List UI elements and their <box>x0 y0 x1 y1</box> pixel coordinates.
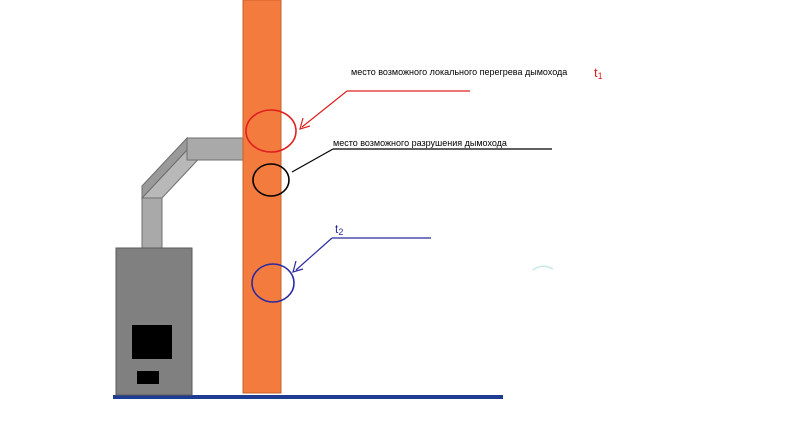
overheat-annotation: место возможного локального перегрева ды… <box>245 65 603 153</box>
overheat-zone-marker <box>245 109 297 153</box>
destruction-label: место возможного разрушения дымохода <box>333 138 507 148</box>
overheat-t-symbol: t1 <box>594 65 603 81</box>
chimney <box>242 0 282 394</box>
overheat-label: место возможного локального перегрева ды… <box>351 67 567 77</box>
t2-symbol: t2 <box>335 222 343 237</box>
stove-ash-door <box>137 371 159 384</box>
destruction-zone-marker <box>252 163 290 197</box>
stove-firebox-door <box>132 325 172 359</box>
faint-mark <box>532 265 554 271</box>
destruction-annotation: место возможного разрушения дымохода <box>252 138 552 197</box>
t2-zone-marker <box>251 263 295 303</box>
stove <box>115 247 193 396</box>
t2-annotation: t2 <box>251 222 431 303</box>
stove-pipe <box>140 136 244 251</box>
